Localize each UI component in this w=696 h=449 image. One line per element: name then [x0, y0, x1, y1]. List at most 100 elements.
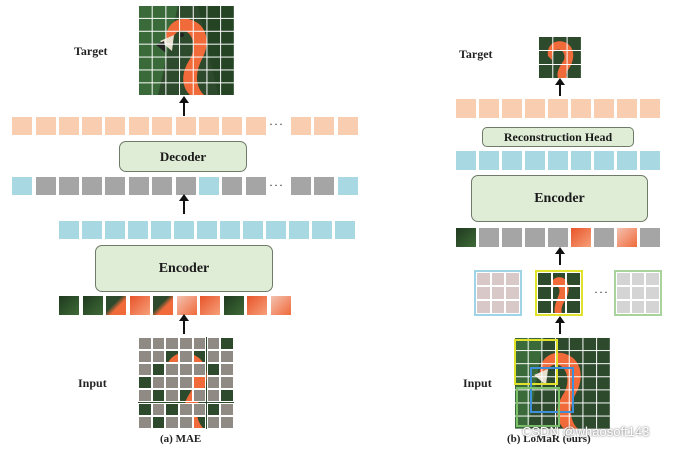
encoded-token	[335, 221, 355, 239]
grid-cell	[179, 337, 193, 351]
window-cell	[490, 300, 506, 314]
visible-patch	[153, 296, 173, 315]
mae-target-label: Target	[74, 44, 108, 58]
grid-cell	[192, 350, 207, 364]
output-token	[594, 99, 614, 118]
window-cell	[630, 300, 646, 314]
grid-cell	[220, 376, 234, 390]
grid-cell	[151, 402, 166, 416]
grid-cell	[220, 415, 234, 429]
encoded-token	[312, 221, 332, 239]
mae-encoder-box: Encoder	[95, 245, 273, 292]
mae-caption: (a) MAE	[160, 433, 202, 445]
decoder-output-token	[222, 117, 242, 135]
grid-cell	[192, 363, 207, 377]
window-cell	[505, 286, 521, 300]
lomar-head-box: Reconstruction Head	[482, 127, 634, 147]
decoder-output-token	[338, 117, 358, 135]
decoder-output-token	[199, 117, 219, 135]
visible-patch	[247, 296, 267, 315]
mask-token	[246, 177, 266, 195]
encoded-token	[640, 151, 660, 170]
lomar-input-window-green	[516, 387, 560, 427]
mask-token	[82, 177, 102, 195]
visible-patch	[129, 296, 150, 315]
grid-cell	[179, 376, 193, 390]
visible-patch	[200, 296, 220, 315]
lomar-target-grid	[538, 36, 581, 78]
encoded-token	[479, 151, 499, 170]
grid-cell	[206, 350, 221, 364]
encoded-token	[12, 177, 32, 195]
grid-cell	[138, 415, 152, 429]
window-cell	[566, 272, 581, 286]
window-cell	[551, 272, 567, 286]
grid-cell	[165, 337, 180, 351]
grid-cell	[151, 389, 166, 403]
grid-cell	[206, 389, 221, 403]
grid-cell	[165, 376, 180, 390]
grid-cell	[151, 337, 166, 351]
visible-patch	[571, 228, 591, 247]
output-token	[479, 99, 499, 118]
encoded-token	[594, 151, 614, 170]
lomar-window-yellow	[535, 270, 583, 316]
encoded-token	[151, 221, 171, 239]
mae-arrow-to-full	[179, 194, 189, 214]
window-cell	[537, 286, 552, 300]
lomar-arrow-to-encoder	[555, 247, 565, 265]
window-cell	[645, 300, 661, 314]
window-cell	[616, 300, 631, 314]
grid-cell	[179, 389, 193, 403]
visible-patch	[176, 296, 197, 315]
lomar-arrow-to-target	[555, 78, 565, 96]
output-token	[640, 99, 660, 118]
output-token	[502, 99, 522, 118]
mae-target-image	[138, 5, 234, 95]
window-cell	[566, 300, 581, 314]
encoded-token	[266, 221, 286, 239]
grid-cell	[138, 363, 152, 377]
grid-cell	[220, 363, 234, 377]
window-cell	[476, 272, 491, 286]
grid-cell	[220, 337, 234, 351]
window-cell	[505, 272, 521, 286]
grid-cell	[138, 402, 152, 416]
visible-patch	[106, 296, 126, 315]
visible-patch	[270, 296, 291, 315]
mask-token	[176, 177, 196, 195]
decoder-output-token	[59, 117, 79, 135]
encoded-token	[289, 221, 309, 239]
decoder-output-token	[152, 117, 172, 135]
mae-target-grid	[138, 5, 234, 95]
grid-cell	[220, 350, 234, 364]
window-cell	[630, 286, 646, 300]
encoded-token	[82, 221, 102, 239]
grid-cell	[165, 363, 180, 377]
lomar-target-image	[538, 36, 581, 78]
mask-token	[640, 228, 660, 247]
watermark: CSDN @whaosoft143	[522, 424, 650, 439]
encoded-token	[502, 151, 522, 170]
grid-cell	[138, 350, 152, 364]
mask-token	[59, 177, 79, 195]
window-cell	[490, 286, 506, 300]
lomar-input-label: Input	[463, 376, 492, 390]
grid-cell	[206, 376, 221, 390]
window-cell	[566, 286, 581, 300]
grid-cell	[206, 337, 221, 351]
mae-input-label: Input	[78, 376, 107, 390]
window-cell	[630, 272, 646, 286]
mae-ellipsis-top: ···	[269, 117, 284, 131]
decoder-output-token	[82, 117, 102, 135]
encoded-token	[199, 177, 219, 195]
window-cell	[551, 300, 567, 314]
mae-decoder-box: Decoder	[119, 141, 247, 172]
visible-patch	[223, 296, 244, 315]
encoded-token	[548, 151, 568, 170]
window-cell	[645, 286, 661, 300]
mask-token	[129, 177, 149, 195]
grid-cell	[151, 376, 166, 390]
visible-patch	[456, 228, 476, 247]
encoded-token	[617, 151, 637, 170]
